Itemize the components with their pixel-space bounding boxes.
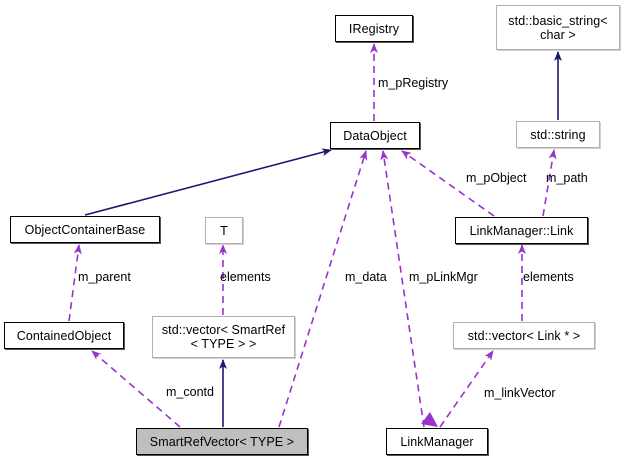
edge-label-m-path: m_path (546, 171, 588, 185)
edge-label-m-data: m_data (345, 270, 387, 284)
edge-label-m-plinkmgr: m_pLinkMgr (409, 270, 478, 284)
edge-label-elements-t: elements (220, 270, 271, 284)
edge-smartrefvector-has-containedobject (91, 350, 181, 428)
node-dataobject[interactable]: DataObject (330, 122, 420, 149)
edge-linkmanager-has-dataobject (380, 150, 425, 428)
node-std-basic-string[interactable]: std::basic_string< char > (496, 5, 620, 50)
edge-label-m-parent: m_parent (78, 270, 131, 284)
edge-label-m-pregistry: m_pRegistry (378, 76, 449, 90)
node-type-parameter-t[interactable]: T (205, 217, 243, 244)
node-std-vector-smartref[interactable]: std::vector< SmartRef < TYPE > > (152, 316, 295, 358)
edge-label-m-pobject: m_pObject (466, 171, 527, 185)
arrowhead-into-linkmanager (421, 412, 438, 427)
node-smartrefvector[interactable]: SmartRefVector< TYPE > (136, 428, 308, 455)
edge-label-m-linkvector: m_linkVector (484, 386, 556, 400)
edge-label-m-contd: m_contd (166, 385, 214, 399)
edge-dataobject-inherits-objectcontainerbase (84, 148, 332, 216)
node-iregistry[interactable]: IRegistry (335, 15, 413, 42)
edge-linkmanager-has-veclinkptr (439, 350, 494, 428)
edge-linkmgrlink-has-dataobject (401, 150, 495, 217)
edge-containedobject-has-objectcontainerbase (68, 244, 82, 322)
node-containedobject[interactable]: ContainedObject (4, 322, 124, 349)
edge-label-elements-link: elements (523, 270, 574, 284)
node-linkmanager[interactable]: LinkManager (386, 428, 488, 455)
edge-smartrefvector-has-dataobject (278, 150, 368, 428)
node-objectcontainerbase[interactable]: ObjectContainerBase (10, 216, 160, 243)
node-std-vector-link-ptr[interactable]: std::vector< Link * > (453, 322, 595, 349)
node-std-string[interactable]: std::string (516, 121, 600, 148)
node-linkmanager-link[interactable]: LinkManager::Link (455, 217, 588, 244)
